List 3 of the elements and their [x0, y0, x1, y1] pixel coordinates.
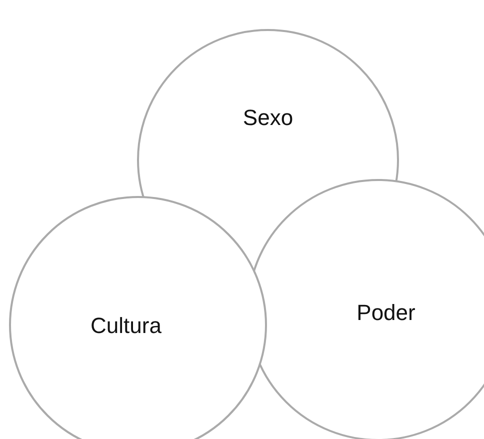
circle-label: Poder — [356, 300, 416, 326]
circle-label: Cultura — [90, 313, 162, 339]
circle-label: Sexo — [242, 105, 294, 131]
